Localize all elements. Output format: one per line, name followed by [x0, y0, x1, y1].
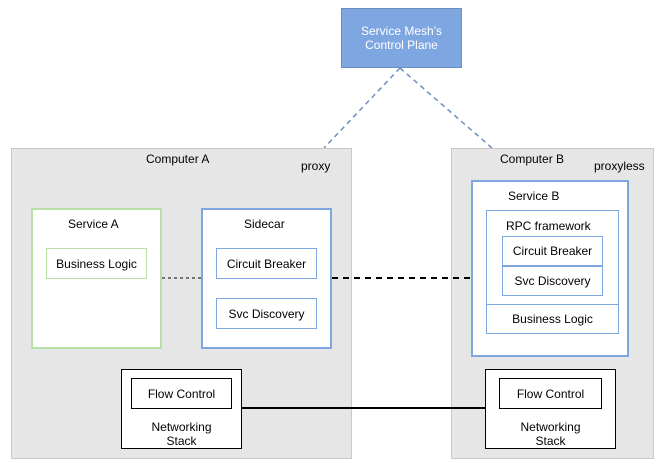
svc-discovery-a: Svc Discovery [216, 298, 317, 329]
networking-stack-b-title: Networking Stack [520, 420, 581, 448]
sidecar-title: Sidecar [244, 217, 285, 231]
business-logic-b: Business Logic [486, 304, 619, 334]
computer-a-mode: proxy [301, 159, 331, 173]
control-plane-link-b [399, 67, 493, 149]
computer-b-title: Computer B [500, 152, 565, 166]
business-logic-a: Business Logic [46, 248, 147, 279]
flow-control-a: Flow Control [131, 378, 232, 409]
control-plane-box: Service Mesh's Control Plane [341, 8, 462, 68]
computer-a-title: Computer A [146, 152, 210, 166]
computer-b-mode: proxyless [594, 159, 645, 173]
svc-discovery-b: Svc Discovery [502, 266, 603, 296]
circuit-breaker-b: Circuit Breaker [502, 236, 603, 266]
control-plane-link-a [323, 67, 401, 149]
flow-control-b: Flow Control [499, 378, 602, 409]
networking-stack-a-title: Networking Stack [151, 420, 212, 448]
circuit-breaker-a: Circuit Breaker [216, 248, 317, 279]
rpc-framework-title: RPC framework [506, 219, 591, 233]
service-a-title: Service A [68, 217, 119, 231]
service-b-title: Service B [508, 189, 560, 203]
